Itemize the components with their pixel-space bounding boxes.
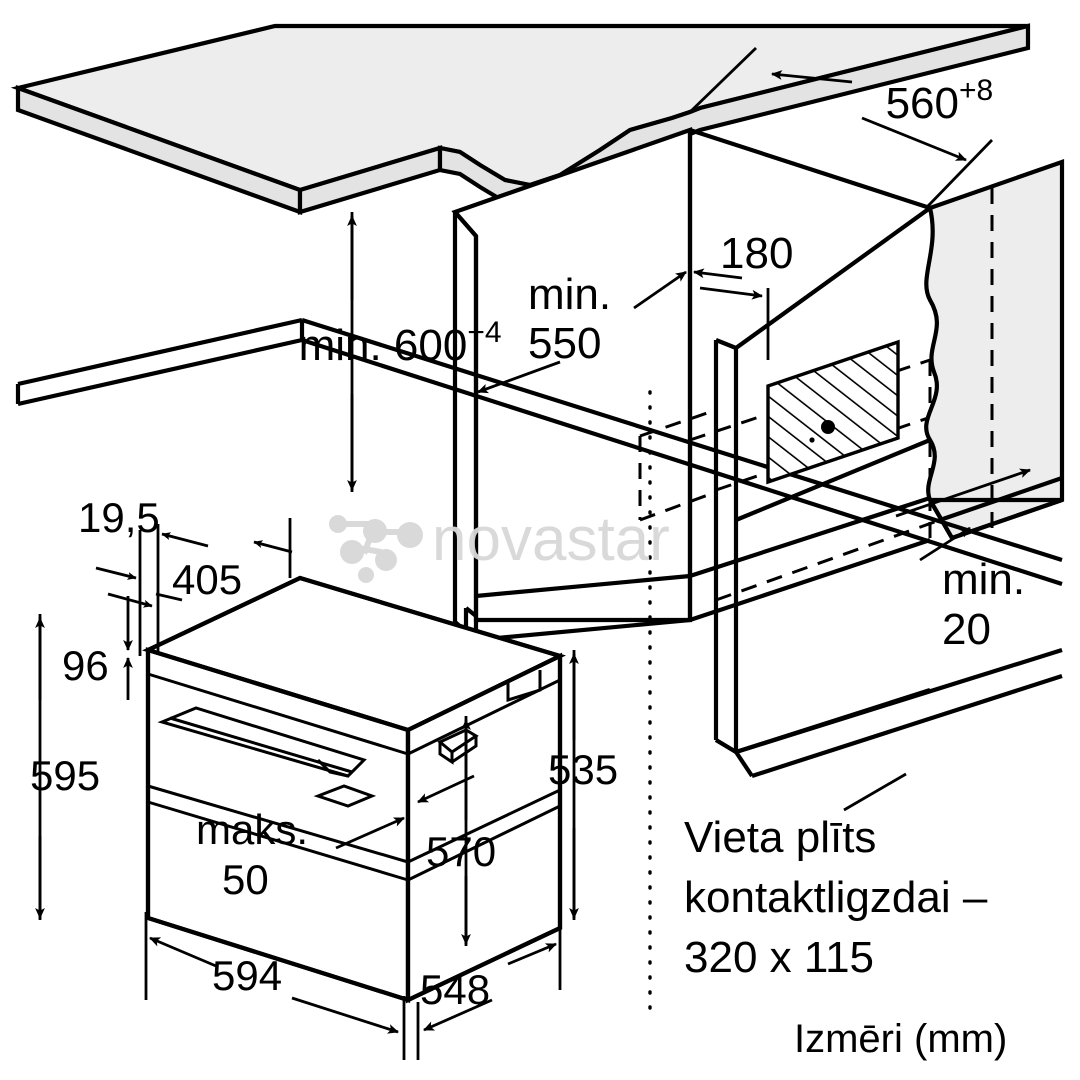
label-19-5: 19,5 (78, 494, 160, 541)
label-548: 548 (420, 966, 490, 1013)
label-min-600: min. 600+4 (213, 303, 563, 370)
watermark-text: novastar (432, 505, 670, 574)
dim-rear-gap (895, 468, 1031, 562)
label-560: 560+8 (800, 61, 1054, 128)
oven-appliance (142, 575, 566, 1004)
label-405: 405 (172, 556, 242, 603)
label-96: 96 (62, 642, 109, 689)
dim-panel-thickness (95, 524, 209, 656)
dim-oven-body-depth (416, 922, 562, 1060)
label-535: 535 (548, 746, 618, 793)
label-min-20-line1: min. (942, 555, 1025, 604)
label-min-550-line1: min. (528, 270, 611, 319)
socket-note-line1: Vieta plīts (684, 813, 876, 862)
socket-centre-dot (821, 420, 835, 434)
watermark: novastar (329, 505, 670, 583)
socket-note-line3: 320 x 115 (684, 933, 874, 982)
label-594: 594 (212, 952, 282, 999)
units-caption: Izmēri (mm) (794, 1017, 1007, 1061)
label-min-550-line2: 550 (528, 319, 601, 368)
socket-note-line2: kontaktligzdai – (684, 873, 988, 922)
socket-note-leader (843, 772, 907, 812)
label-maks-50-line1: maks. (196, 806, 308, 853)
label-570: 570 (426, 828, 496, 875)
dim-socket-offset (633, 240, 770, 360)
dim-handle-depth (107, 518, 293, 608)
rear-wall-panel (924, 159, 1065, 541)
label-maks-50-line2: 50 (222, 856, 269, 903)
dim-niche-width-top (689, 46, 994, 207)
label-180: 180 (720, 229, 793, 278)
label-595: 595 (30, 752, 100, 799)
label-min-20-line2: 20 (942, 605, 991, 654)
watermark-logo-icon (329, 515, 423, 583)
socket-recess (766, 339, 900, 485)
base-cabinet-lines (15, 317, 1063, 778)
dim-niche-depth (477, 360, 561, 394)
worktop-slab (10, 23, 1031, 215)
dim-oven-front-width (144, 912, 406, 1060)
dim-door-gap (335, 774, 475, 850)
